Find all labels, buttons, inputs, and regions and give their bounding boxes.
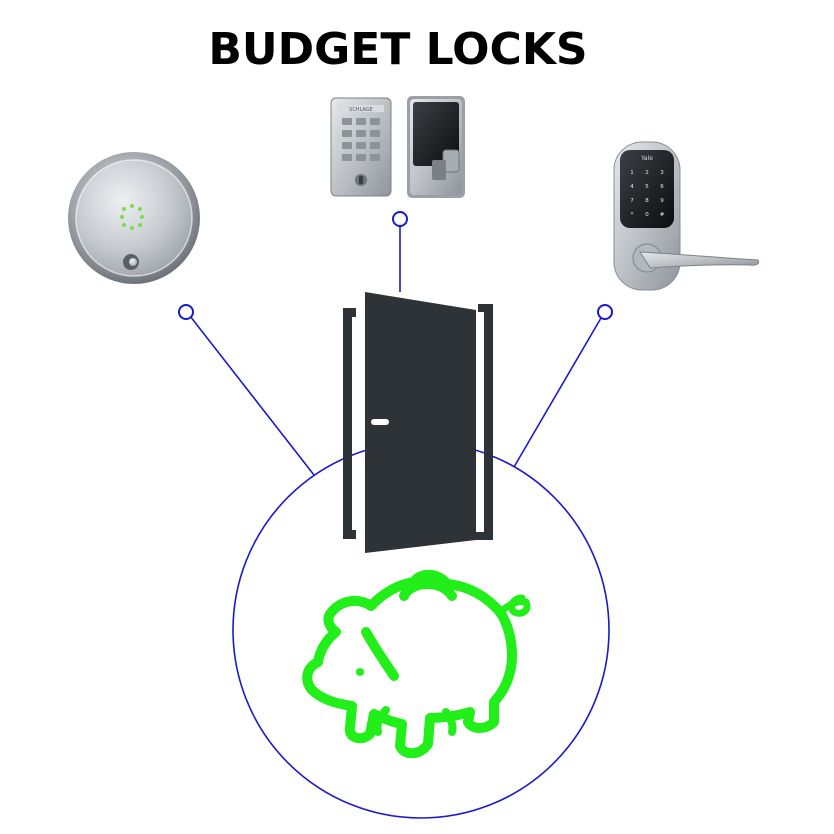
connector-right-node — [597, 304, 613, 320]
svg-text:4: 4 — [630, 184, 634, 190]
svg-text:1: 1 — [630, 170, 634, 176]
svg-text:#: # — [660, 212, 665, 218]
svg-text:9: 9 — [660, 198, 664, 204]
connector-left — [189, 315, 315, 476]
svg-text:*: * — [631, 212, 634, 218]
keypad-lever-lock-icon: Yale 1 2 3 4 5 6 7 8 9 * 0 # — [613, 141, 759, 291]
svg-text:0: 0 — [645, 212, 649, 218]
connector-top-node — [392, 211, 408, 227]
svg-text:6: 6 — [660, 184, 664, 190]
top-keypad-brand: SCHLAGE — [349, 107, 373, 113]
svg-text:2: 2 — [645, 170, 649, 176]
svg-text:3: 3 — [660, 170, 664, 176]
svg-text:8: 8 — [645, 198, 649, 204]
smart-lock-round-icon — [68, 152, 200, 284]
right-keypad-brand: Yale — [640, 155, 653, 162]
page-title: BUDGET LOCKS — [208, 24, 588, 75]
keypad-deadbolt-icon: SCHLAGE — [330, 96, 465, 198]
led-ring — [120, 204, 144, 230]
connector-lines — [178, 211, 613, 819]
svg-text:5: 5 — [645, 184, 649, 190]
door-open-icon — [343, 292, 493, 553]
svg-text:7: 7 — [630, 198, 634, 204]
connector-right — [513, 317, 602, 468]
piggy-bank-icon — [302, 569, 531, 759]
connector-left-node — [178, 304, 194, 320]
right-keypad-keys: 1 2 3 4 5 6 7 8 9 * 0 # — [630, 170, 664, 218]
